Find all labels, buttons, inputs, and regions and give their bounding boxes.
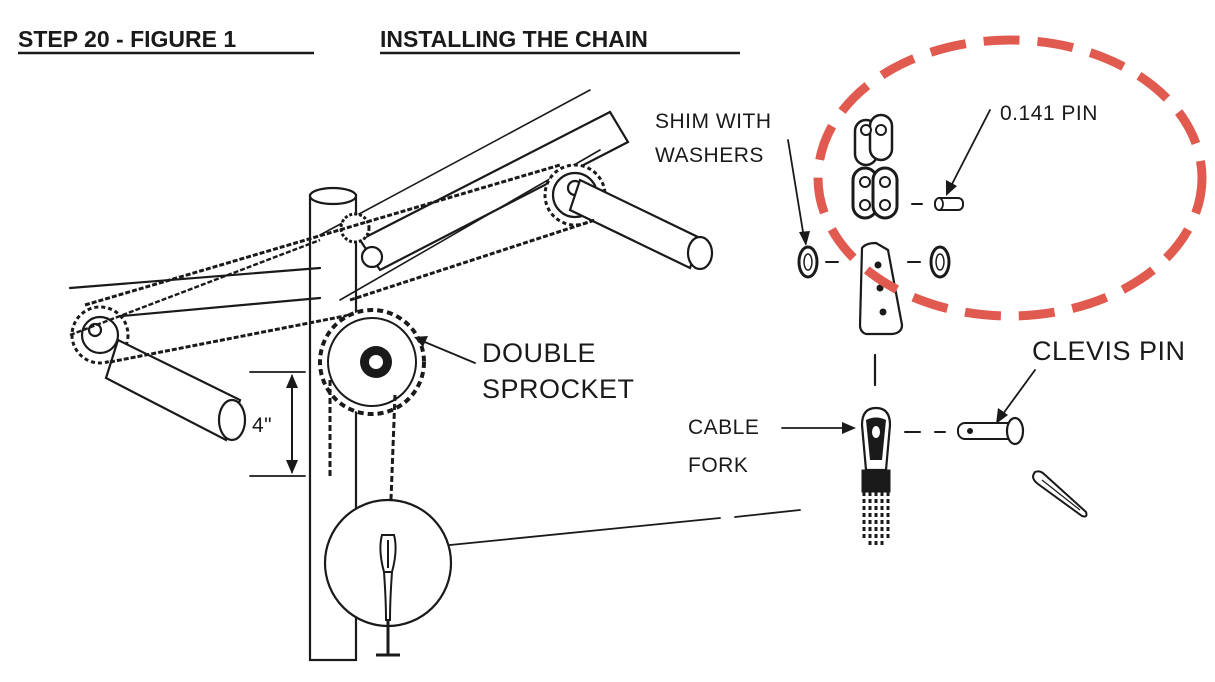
label-dimension: 4" [252,414,272,437]
washer-right [929,245,951,279]
label-clevis: CLEVIS PIN [1032,336,1186,366]
clevis-pin [957,416,1025,446]
label-cable-line1: CABLE [688,416,759,439]
cable-fork [860,406,892,548]
double-sprocket [318,308,426,416]
title-step: STEP 20 - FIGURE 1 [18,26,236,52]
label-pin: 0.141 PIN [1000,102,1098,125]
figure-title: STEP 20 - FIGURE 1 INSTALLING THE CHAIN [18,26,740,55]
label-double-line2: SPROCKET [482,374,635,404]
upper-handle [568,178,714,271]
chain-links [851,113,899,220]
dimension-marker [249,371,306,477]
lower-handle [104,338,247,442]
washer-left [797,245,819,279]
frame-assembly [68,89,801,662]
label-shim-line1: SHIM WITH [655,110,771,133]
label-cable-line2: FORK [688,454,748,477]
small-pin [934,197,964,211]
label-double-line1: DOUBLE [482,338,596,368]
upper-arm [358,110,630,272]
exploded-parts [797,113,1088,548]
title-caption: INSTALLING THE CHAIN [380,26,648,52]
shim-plate [858,241,904,336]
dimension-arrow-up-icon [286,374,298,388]
highlight-ellipse [813,35,1207,321]
drive-chains [69,163,596,364]
dimension-arrow-down-icon [286,460,298,474]
small-sprocket [339,212,371,244]
detail-callout [323,498,801,657]
label-shim-line2: WASHERS [655,144,764,167]
cotter-pin [1032,470,1088,518]
leader-lines [414,109,1036,434]
labels: SHIM WITH WASHERS 0.141 PIN DOUBLE SPROC… [252,102,1186,477]
